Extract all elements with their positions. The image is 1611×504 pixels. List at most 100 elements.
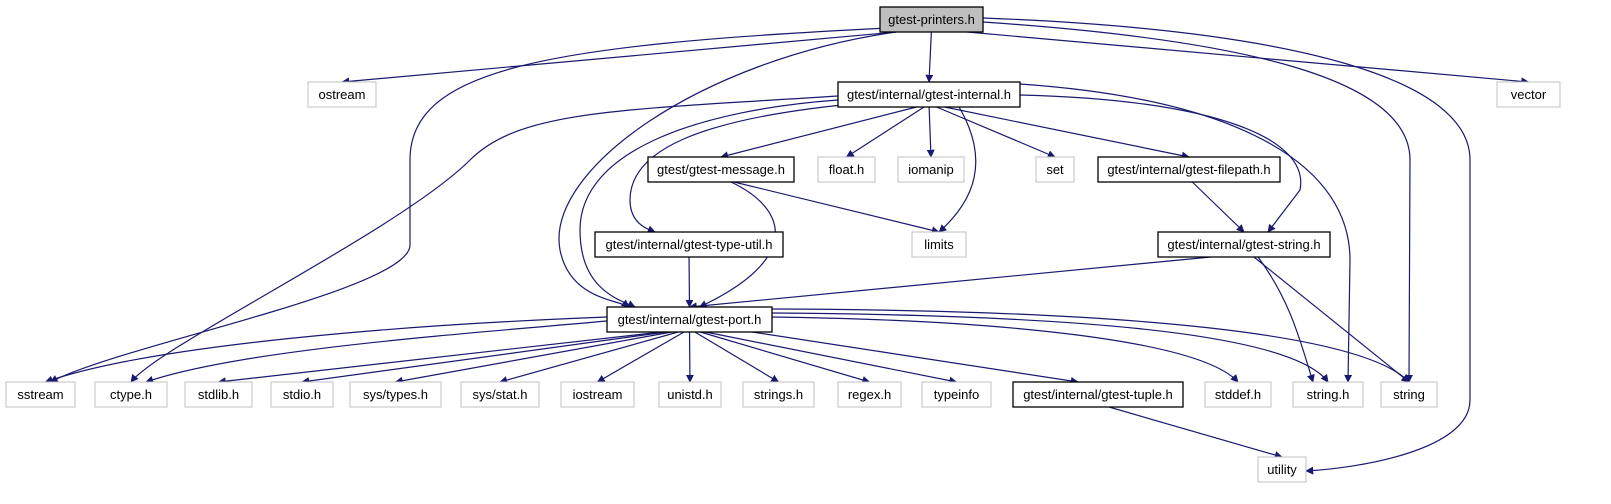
node-box [1012,381,1184,408]
node-label: gtest/gtest-message.h [657,162,785,177]
edge-gtest-printers-to-vector [967,31,1530,86]
node-box [817,156,876,183]
edge-gtest-filepath-to-gtest-string [1191,181,1245,233]
node-box [1157,231,1331,258]
node-sstream: sstream [5,381,76,408]
node-label: gtest/internal/gtest-port.h [618,312,762,327]
node-gtest-type-util[interactable]: gtest/internal/gtest-type-util.h [594,231,784,258]
edge-gtest-internal-to-gtest-port [579,99,839,308]
edge-gtest-tuple-to-utility [1108,406,1283,459]
node-label: ctype.h [110,387,152,402]
node-box [647,156,795,183]
node-ctype-h: ctype.h [94,381,168,408]
node-gtest-printers[interactable]: gtest-printers.h [879,6,984,33]
node-label: vector [1511,87,1547,102]
node-sys-types-h: sys/types.h [349,381,442,408]
node-box [742,381,815,408]
node-stdio-h: stdio.h [270,381,334,408]
edge-gtest-port-to-string [771,308,1410,383]
node-label: gtest/internal/gtest-tuple.h [1023,387,1173,402]
node-label: float.h [829,162,864,177]
node-typeinfo: typeinfo [921,381,992,408]
node-label: gtest/internal/gtest-filepath.h [1107,162,1270,177]
node-gtest-tuple[interactable]: gtest/internal/gtest-tuple.h [1012,381,1184,408]
node-label: string.h [1307,387,1350,402]
node-gtest-port[interactable]: gtest/internal/gtest-port.h [606,306,773,333]
node-gtest-internal[interactable]: gtest/internal/gtest-internal.h [837,81,1021,108]
edge-gtest-internal-to-gtest-filepath [944,106,1190,160]
node-box [270,381,334,408]
node-box [1292,381,1364,408]
node-box [94,381,168,408]
node-gtest-message[interactable]: gtest/gtest-message.h [647,156,795,183]
node-box [1496,81,1561,108]
edge-gtest-printers-to-sstream [49,27,889,383]
node-float-h: float.h [817,156,876,183]
node-gtest-filepath[interactable]: gtest/internal/gtest-filepath.h [1097,156,1281,183]
edge-gtest-printers-to-ostream [341,31,897,86]
node-gtest-string[interactable]: gtest/internal/gtest-string.h [1157,231,1331,258]
node-label: string [1393,387,1425,402]
edge-gtest-internal-to-string-h [1019,83,1353,383]
node-box [5,381,76,408]
edge-gtest-port-to-gtest-tuple [751,331,1079,385]
edge-gtest-port-to-sys-stat-h [499,331,679,384]
node-box [897,156,965,183]
node-stddef-h: stddef.h [1204,381,1272,408]
edge-gtest-string-to-string [1253,256,1410,383]
node-label: set [1046,162,1064,177]
edge-gtest-internal-to-gtest-type-util [629,104,843,234]
node-limits: limits [911,231,967,258]
node-label: iomanip [908,162,954,177]
node-box [560,381,635,408]
node-vector: vector [1496,81,1561,108]
node-box [1257,456,1307,483]
node-box [594,231,784,258]
node-label: sys/types.h [363,387,428,402]
edge-gtest-string-to-gtest-port [688,256,1211,311]
node-label: stddef.h [1215,387,1261,402]
edge-gtest-port-to-iostream [596,331,685,383]
node-regex-h: regex.h [837,381,902,408]
edge-gtest-port-to-sys-types-h [394,331,672,385]
edge-gtest-port-to-stdio-h [301,331,667,385]
node-box [1035,156,1075,183]
edge-gtest-port-to-strings-h [694,331,780,383]
node-label: gtest/internal/gtest-string.h [1167,237,1320,252]
node-iomanip: iomanip [897,156,965,183]
edge-gtest-internal-to-iomanip [926,106,935,158]
node-box [911,231,967,258]
edge-gtest-internal-to-float-h [845,106,925,158]
edge-gtest-port-to-regex-h [700,331,871,384]
node-string-h: string.h [1292,381,1364,408]
node-box [460,381,540,408]
node-box [1380,381,1438,408]
edge-gtest-internal-to-gtest-string [1019,94,1302,233]
node-strings-h: strings.h [742,381,815,408]
node-iostream: iostream [560,381,635,408]
edge-gtest-printers-to-gtest-internal [925,31,934,83]
edge-gtest-port-to-ctype-h [145,320,608,384]
node-stdlib-h: stdlib.h [184,381,253,408]
node-box [837,81,1021,108]
edge-gtest-internal-to-gtest-message [720,106,917,160]
node-label: strings.h [754,387,803,402]
node-label: sys/stat.h [473,387,528,402]
node-box [921,381,992,408]
node-box [349,381,442,408]
edge-gtest-port-to-sstream [44,316,608,384]
edge-gtest-message-to-limits [733,181,940,235]
edge-gtest-printers-to-utility [982,17,1471,475]
node-label: gtest-printers.h [888,12,975,27]
edge-gtest-port-to-typeinfo [705,331,958,385]
edge-gtest-port-to-stddef-h [771,316,1239,383]
edge-gtest-port-to-string-h [771,312,1329,383]
node-box [879,6,984,33]
node-box [658,381,722,408]
node-box [1097,156,1281,183]
node-box [606,306,773,333]
node-box [184,381,253,408]
edges-layer [44,17,1530,475]
edge-gtest-port-to-stdlib-h [217,331,662,386]
